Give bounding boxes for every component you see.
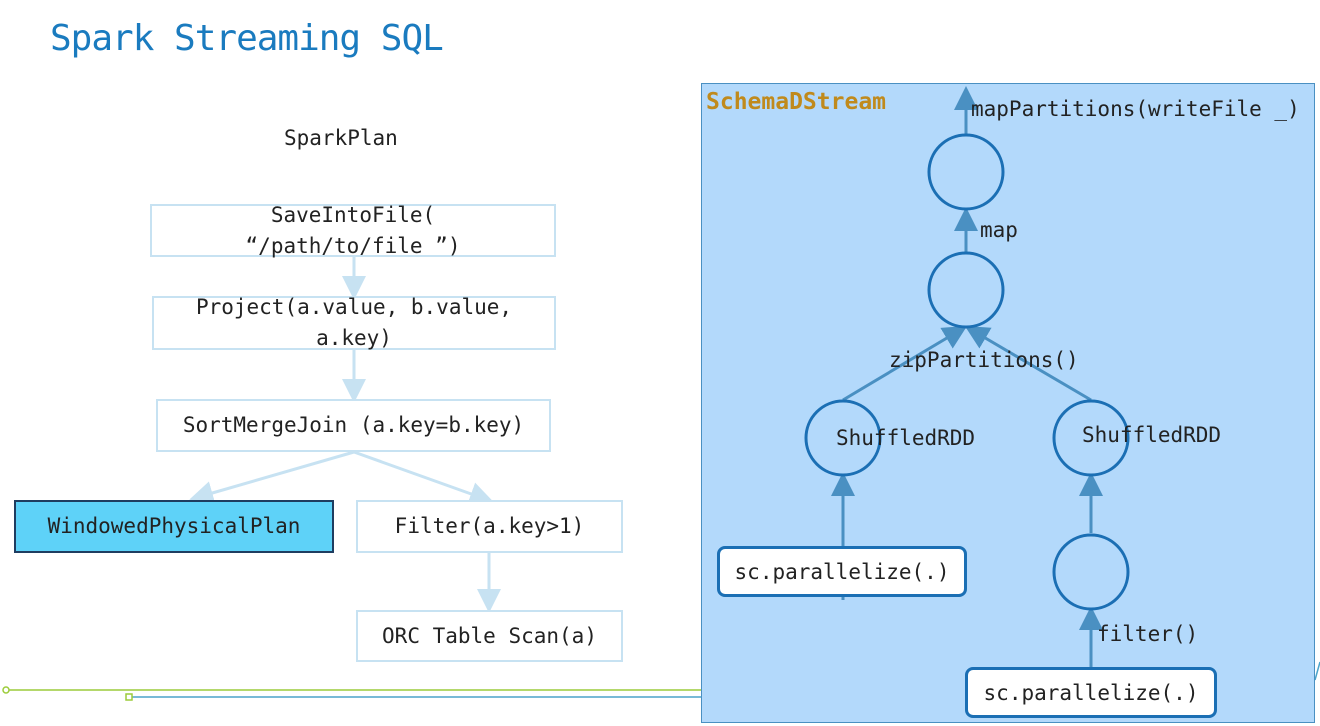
schema-dstream-panel bbox=[701, 83, 1315, 723]
filter-label: filter() bbox=[1097, 622, 1199, 646]
sort-merge-join-node: SortMergeJoin (a.key=b.key) bbox=[156, 399, 551, 452]
parallelize-right-box: sc.parallelize(.) bbox=[965, 667, 1217, 718]
shuffled-rdd-right-label: ShuffledRDD bbox=[1082, 423, 1222, 447]
edge-join-windowed bbox=[189, 450, 355, 505]
rdd-circle-filter bbox=[1052, 533, 1130, 611]
shuffled-rdd-left-label: ShuffledRDD bbox=[836, 426, 976, 450]
map-partitions-label: mapPartitions(writeFile _) bbox=[971, 97, 1300, 121]
windowed-physical-plan-node: WindowedPhysicalPlan bbox=[14, 500, 334, 553]
edge-join-filter bbox=[353, 450, 494, 506]
rdd-circle-map bbox=[927, 251, 1005, 329]
map-label: map bbox=[980, 218, 1018, 242]
edge-zip-left bbox=[842, 325, 968, 402]
rdd-circle-top bbox=[927, 133, 1005, 211]
spark-plan-label: SparkPlan bbox=[284, 126, 398, 150]
zip-partitions-label: zipPartitions() bbox=[889, 348, 1079, 372]
rdd-circle-shuffled-left bbox=[804, 399, 882, 477]
schema-dstream-title: SchemaDStream bbox=[706, 89, 887, 115]
rdd-circle-shuffled-right bbox=[1052, 399, 1130, 477]
filter-node: Filter(a.key>1) bbox=[356, 500, 623, 553]
parallelize-left-box: sc.parallelize(.) bbox=[717, 546, 967, 597]
edge-zip-right bbox=[964, 325, 1092, 402]
project-node: Project(a.value, b.value, a.key) bbox=[152, 295, 556, 350]
save-into-file-node: SaveIntoFile( “/path/to/file ”) bbox=[150, 203, 556, 258]
orc-table-scan-node: ORC Table Scan(a) bbox=[356, 610, 623, 662]
page-title: Spark Streaming SQL bbox=[50, 18, 444, 59]
